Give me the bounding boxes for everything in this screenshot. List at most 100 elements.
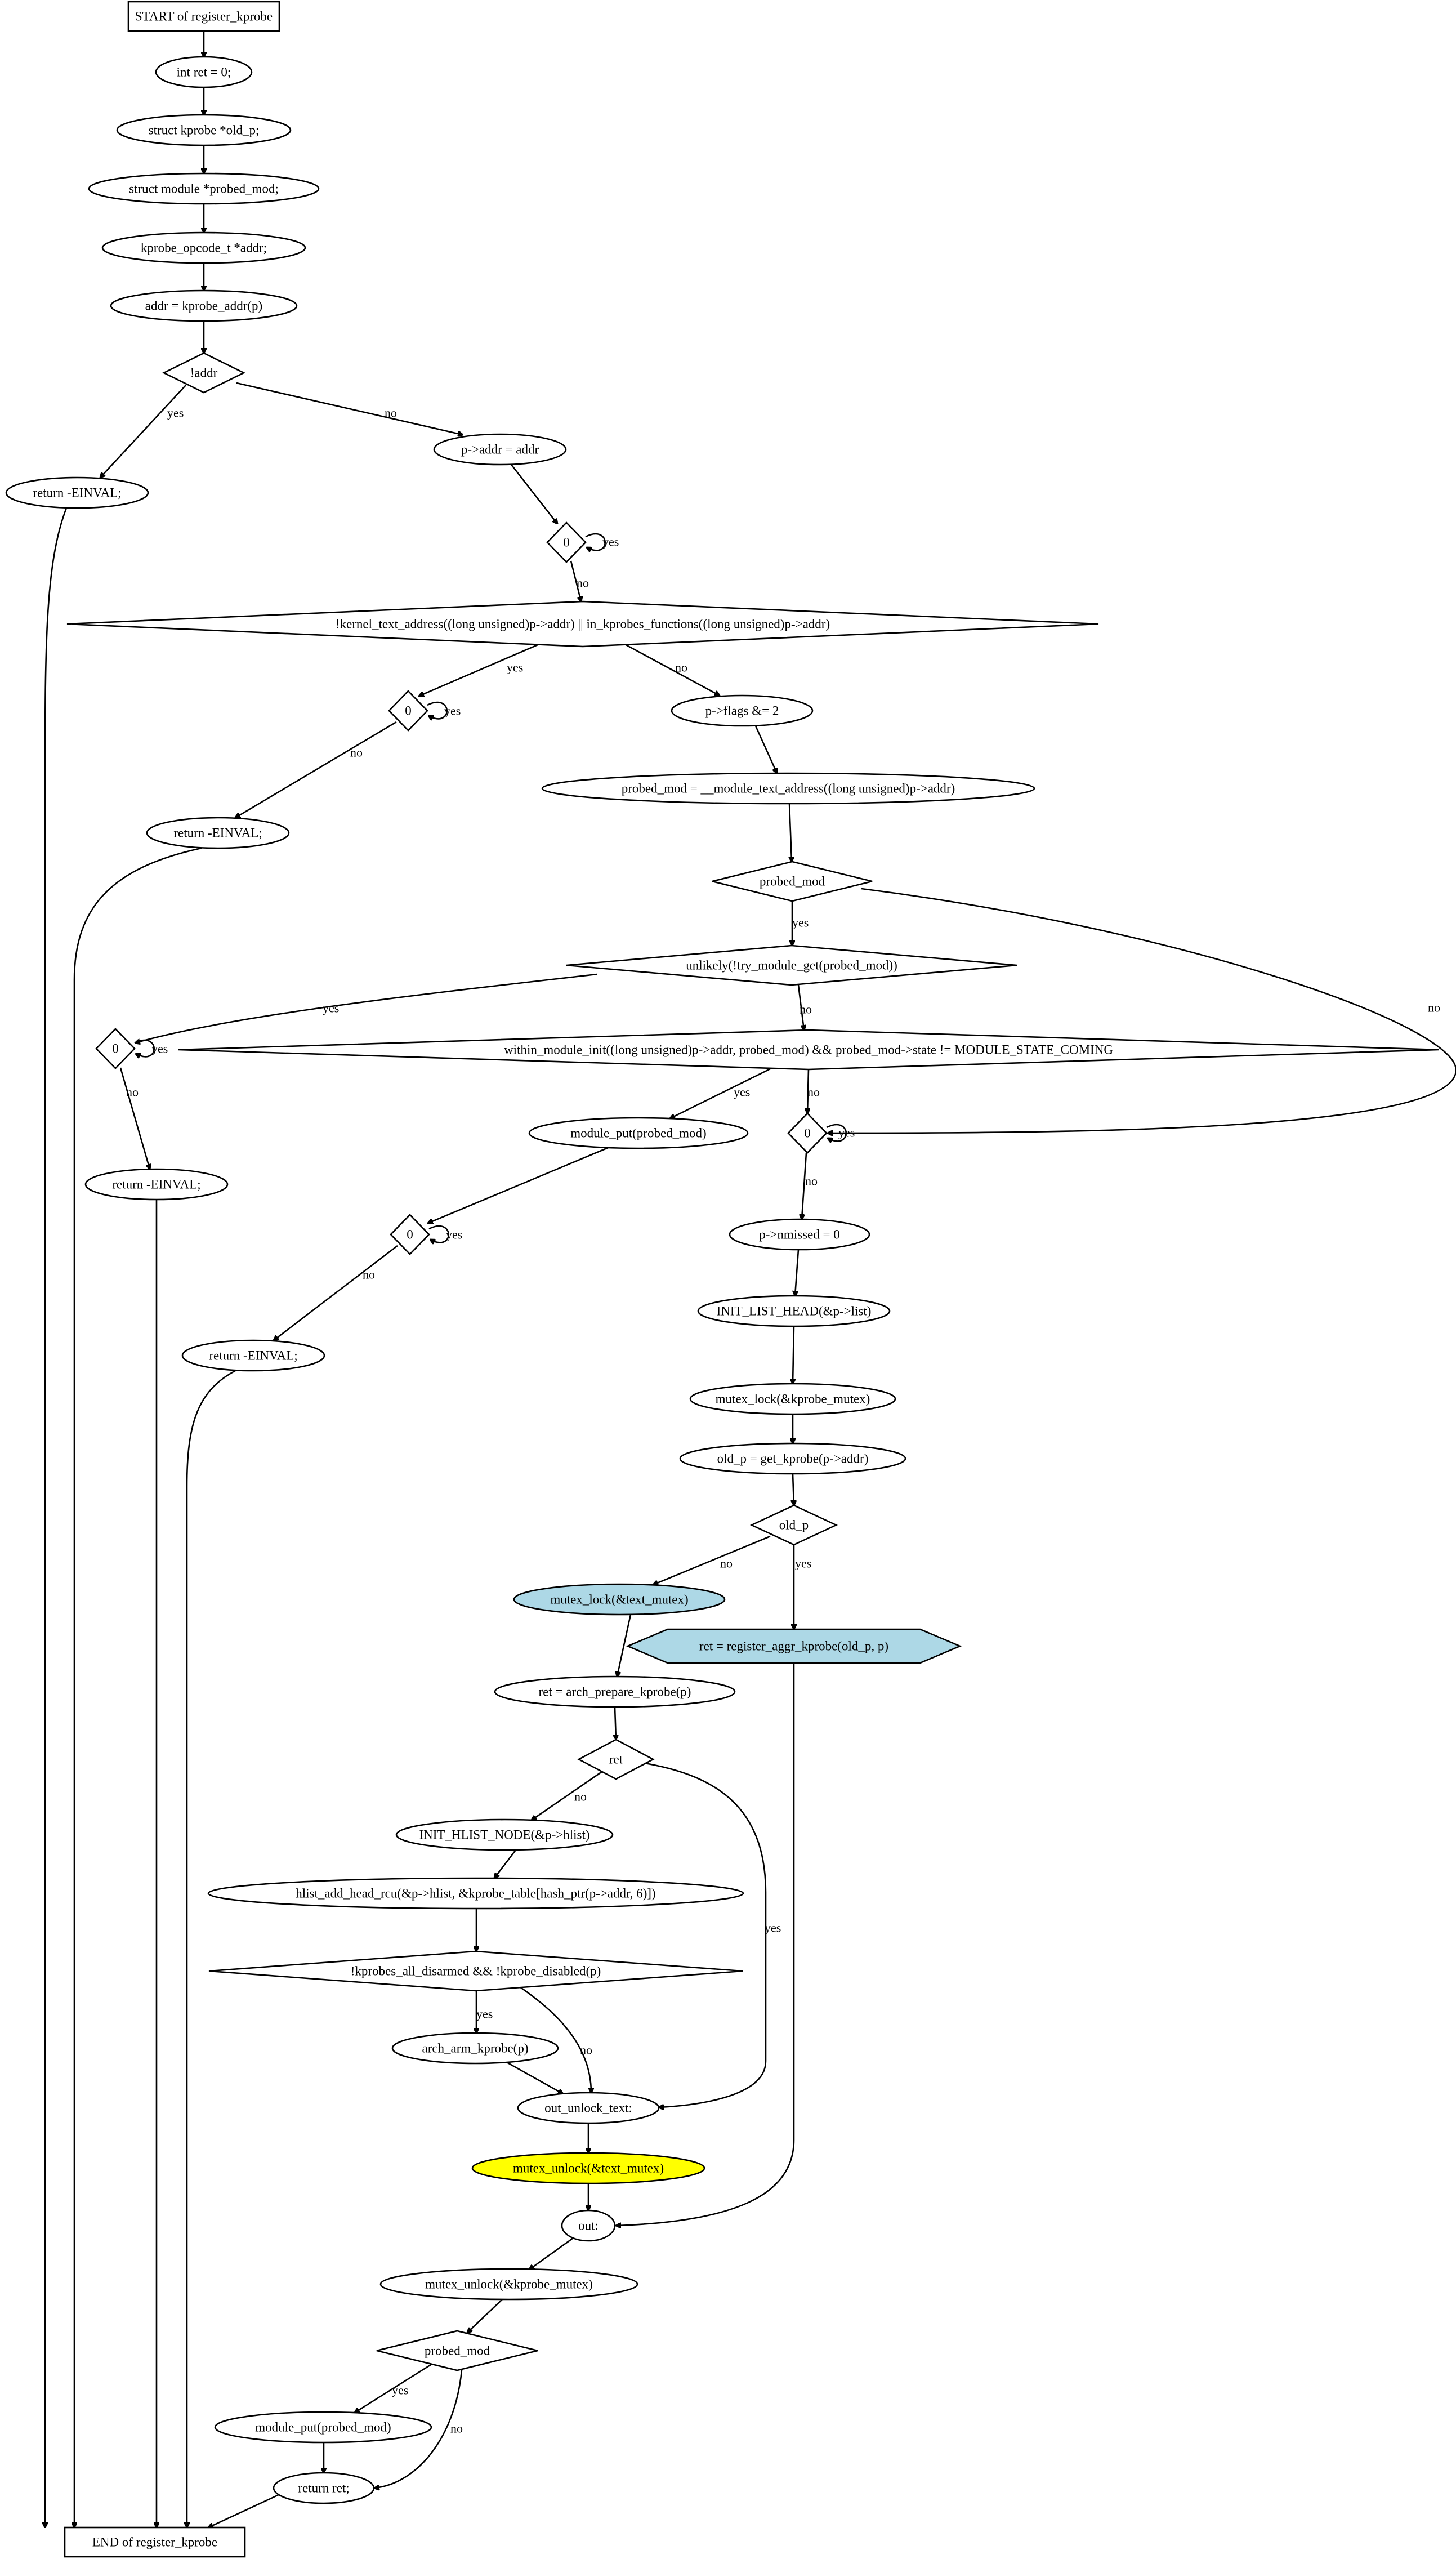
edge-line: [802, 1152, 807, 1219]
node-label: mutex_lock(&text_mutex): [550, 1593, 688, 1607]
diamond-shape: [712, 861, 873, 902]
node-label: hlist_add_head_rcu(&p->hlist, &kprobe_ta…: [296, 1887, 655, 1901]
edge-line: [274, 1245, 398, 1340]
edge-label-no: no: [450, 2422, 463, 2436]
node-n-ret-einval4: return -EINVAL;: [181, 1339, 325, 1372]
node-label: out_unlock_text:: [544, 2101, 632, 2115]
ellipse-shape: [146, 817, 290, 849]
edge-line: [616, 1663, 795, 2226]
edge-line: [467, 2299, 503, 2333]
edge-n_arch_prepare-to-d_ret: [615, 1706, 616, 1740]
node-label: END of register_kprobe: [92, 2535, 217, 2549]
edge-line: [754, 725, 777, 773]
edge-label-yes: yes: [602, 535, 619, 549]
edge-label-yes: yes: [507, 661, 523, 675]
edge-n_init_hlist-to-n_hlist_add: [494, 1849, 517, 1878]
edge-label-no: no: [385, 406, 397, 420]
edge-label-no: no: [126, 1085, 139, 1099]
node-label: 0: [405, 704, 412, 718]
ellipse-shape: [5, 476, 149, 509]
node-n-ret0: int ret = 0;: [155, 56, 253, 88]
node-n-arch-prepare: ret = arch_prepare_kprobe(p): [494, 1675, 736, 1708]
edge-n_paddr-to-d_zero1: [510, 464, 557, 524]
node-label: return -EINVAL;: [112, 1178, 200, 1192]
edge-line: [586, 533, 606, 550]
node-n-register-aggr: ret = register_aggr_kprobe(old_p, p): [626, 1628, 962, 1664]
edge-line: [135, 973, 597, 1043]
edge-d_addr-to-n_ret_einval1: yes: [100, 385, 186, 478]
edge-line: [235, 721, 397, 818]
edge-line: [208, 2494, 279, 2527]
edge-d_zero4-to-n_ret_einval4: no: [274, 1245, 398, 1340]
edge-d_zero4-to-d_zero4: yes: [429, 1225, 462, 1242]
node-n-pflags: p->flags &= 2: [671, 694, 814, 727]
edge-line: [494, 1849, 517, 1878]
edge-d_oldp-to-n_mutexlock_text: no: [653, 1535, 771, 1585]
node-label: !kernel_text_address((long unsigned)p->a…: [336, 617, 830, 631]
edge-d_oldp-to-n_register_aggr: yes: [794, 1545, 811, 1629]
node-label: 0: [563, 536, 570, 550]
node-n-addr-decl: kprobe_opcode_t *addr;: [101, 231, 306, 264]
diamond-shape: [95, 1028, 136, 1069]
node-d-addr: !addr: [162, 352, 245, 394]
edge-line: [793, 1326, 794, 1384]
edge-line: [793, 1473, 794, 1505]
node-label: 0: [112, 1042, 119, 1056]
diamond-shape: [66, 600, 1099, 648]
node-label: int ret = 0;: [177, 65, 231, 79]
edge-line: [532, 1769, 604, 1820]
edge-line: [429, 1225, 449, 1242]
edge-d_disarmed-to-n_out_unlock: no: [517, 1985, 592, 2093]
edge-label-no: no: [805, 1174, 818, 1188]
edge-line: [827, 1124, 847, 1141]
ellipse-shape: [679, 1442, 906, 1475]
node-n-probedmod-decl: struct module *probed_mod;: [88, 172, 320, 205]
node-label: ret = register_aggr_kprobe(old_p, p): [699, 1639, 888, 1653]
diamond-shape: [787, 1112, 828, 1154]
ellipse-shape: [671, 694, 814, 727]
node-d-zero5: 0: [787, 1112, 828, 1154]
ellipse-shape: [181, 1339, 325, 1372]
node-label: struct kprobe *old_p;: [149, 123, 260, 137]
edge-line: [517, 1985, 591, 2093]
ellipse-shape: [561, 2209, 616, 2242]
edge-d_probedmod-to-d_zero5: no: [828, 888, 1456, 1133]
edge-n_pflags-to-n_probedmod_assign: [754, 725, 777, 773]
node-d-disarmed: !kprobes_all_disarmed && !kprobe_disable…: [208, 1950, 743, 1992]
edge-line: [653, 1535, 771, 1585]
node-label: probed_mod: [760, 875, 825, 889]
edge-label-yes: yes: [838, 1126, 855, 1140]
edge-d_addr-to-n_paddr: no: [236, 382, 463, 435]
edge-d_probedmod2-to-n_return_ret: no: [374, 2370, 463, 2488]
edge-label-no: no: [807, 1085, 820, 1099]
node-label: p->addr = addr: [461, 443, 539, 457]
edge-line: [428, 1147, 609, 1223]
edge-d_kernel_text-to-n_pflags: no: [622, 642, 720, 696]
node-d-ret: ret: [577, 1738, 655, 1780]
node-d-probedmod2: probed_mod: [376, 2330, 538, 2371]
edge-line: [427, 701, 448, 719]
edge-line: [74, 847, 202, 2527]
edge-n_mutex_unlock_kprobe-to-d_probedmod2: [467, 2299, 503, 2333]
node-label: INIT_LIST_HEAD(&p->list): [717, 1304, 872, 1318]
node-n-mutexlock-kprobe: mutex_lock(&kprobe_mutex): [689, 1383, 896, 1415]
ellipse-shape: [395, 1818, 614, 1851]
box-shape: [127, 1, 280, 32]
node-label: struct module *probed_mod;: [129, 182, 279, 196]
node-label: INIT_HLIST_NODE(&p->hlist): [419, 1828, 590, 1842]
node-d-trymod: unlikely(!try_module_get(probed_mod)): [566, 944, 1017, 986]
edge-line: [641, 1762, 767, 2107]
ellipse-shape: [517, 2092, 660, 2124]
node-d-zero1: 0: [546, 521, 587, 563]
edge-n_out-to-n_mutex_unlock_kprobe: [529, 2237, 574, 2270]
edge-label-yes: yes: [444, 704, 461, 718]
node-end: END of register_kprobe: [64, 2526, 246, 2558]
ellipse-shape: [88, 172, 320, 205]
edge-label-no: no: [800, 1002, 812, 1017]
node-label: module_put(probed_mod): [255, 2420, 391, 2435]
edge-label-no: no: [577, 576, 589, 590]
edge-d_ret-to-n_init_hlist: no: [532, 1769, 604, 1820]
edge-d_zero3-to-d_zero3: yes: [135, 1039, 168, 1056]
node-n-out: out:: [561, 2209, 616, 2242]
edge-line: [45, 507, 68, 2527]
